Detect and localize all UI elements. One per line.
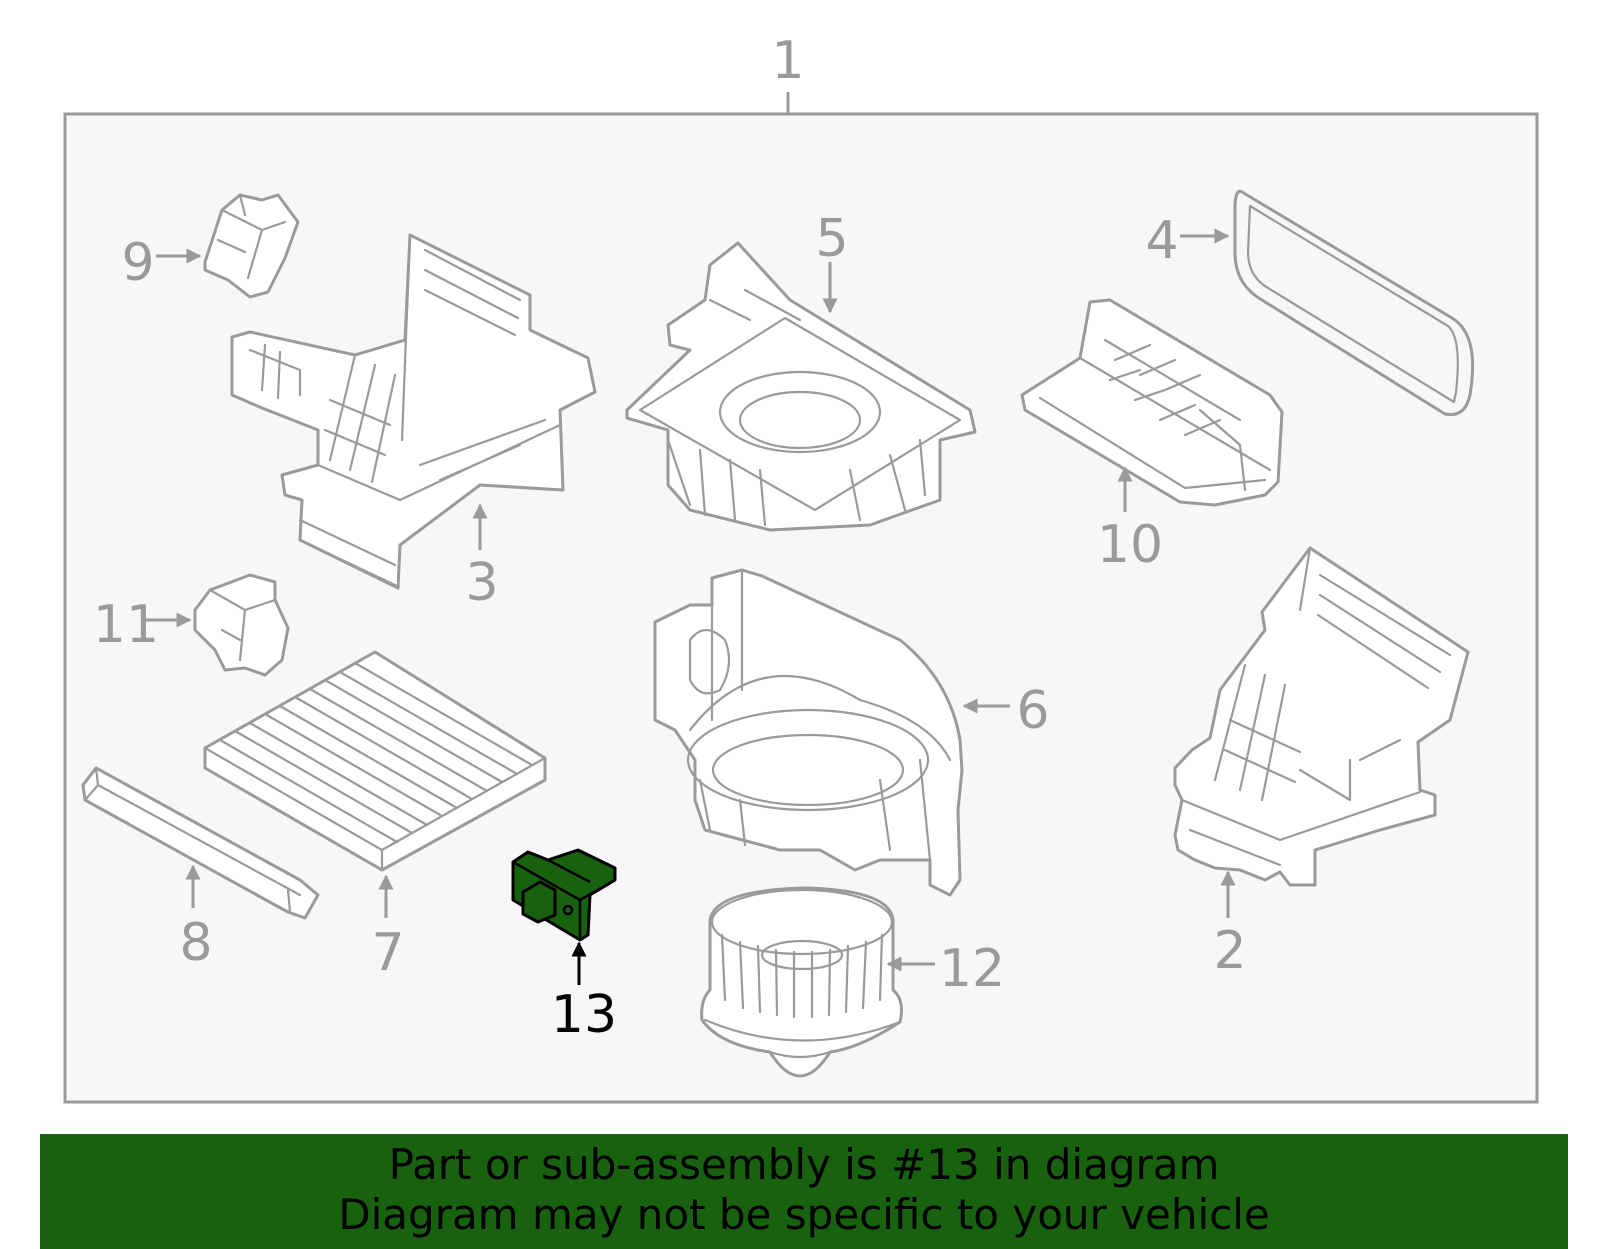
callout-4[interactable]: 4 [1145, 211, 1178, 271]
banner-line-2: Diagram may not be specific to your vehi… [338, 1190, 1270, 1239]
part-2-hvac-case[interactable] [1173, 546, 1470, 887]
part-6-blower-lower-case[interactable] [653, 568, 964, 897]
part-5-blower-upper-case[interactable] [625, 241, 977, 532]
callout-6[interactable]: 6 [1016, 681, 1049, 741]
callout-2[interactable]: 2 [1213, 921, 1246, 981]
callout-10[interactable]: 10 [1097, 515, 1163, 575]
callout-3[interactable]: 3 [465, 553, 498, 613]
callout-9[interactable]: 9 [121, 233, 154, 293]
part-12-blower-motor[interactable] [700, 886, 903, 1078]
part-10-duct[interactable] [1020, 298, 1284, 507]
part-4-gasket[interactable] [1233, 189, 1475, 417]
callout-5[interactable]: 5 [815, 209, 848, 269]
parts-diagram: 1 9 3 5 4 10 11 [63, 31, 1539, 1104]
part-7-cabin-filter[interactable] [203, 650, 547, 872]
callout-11[interactable]: 11 [93, 595, 159, 655]
callout-13[interactable]: 13 [551, 985, 617, 1045]
part-9-actuator[interactable] [203, 193, 300, 299]
part-3-case[interactable] [230, 233, 597, 590]
part-13-blower-resistor[interactable] [511, 848, 617, 942]
part-11-actuator[interactable] [193, 573, 290, 677]
callout-8[interactable]: 8 [179, 913, 212, 973]
callout-12[interactable]: 12 [939, 939, 1005, 999]
callout-1[interactable]: 1 [771, 31, 804, 91]
callout-7[interactable]: 7 [371, 923, 404, 983]
part-8-filter-cover[interactable] [81, 766, 320, 920]
info-banner: Part or sub-assembly is #13 in diagram D… [40, 1134, 1568, 1249]
banner-line-1: Part or sub-assembly is #13 in diagram [388, 1140, 1220, 1189]
